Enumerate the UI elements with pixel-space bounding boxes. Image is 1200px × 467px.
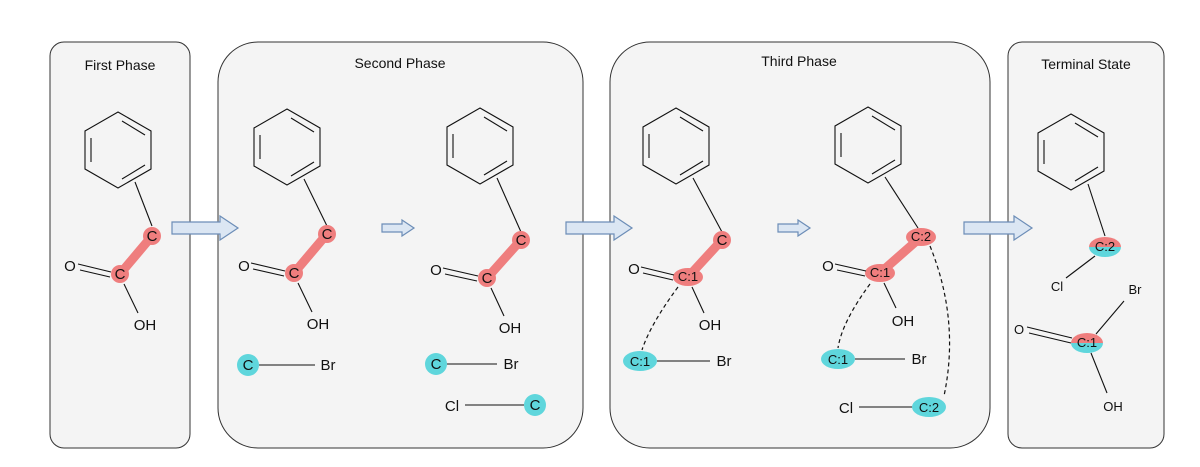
atom-oh: OH (307, 316, 330, 333)
mapping-bond-1 (837, 283, 871, 349)
panel-title-second: Second Phase (354, 55, 445, 71)
atom-oh: OH (134, 317, 157, 334)
reagent-c-br-second: C Br (237, 354, 336, 376)
molecule-first: C C O OH (64, 111, 161, 334)
phase-arrow-1 (171, 214, 240, 242)
panel-title-third: Third Phase (761, 53, 837, 69)
panel-terminal-state (1007, 41, 1165, 449)
phase-arrow-3 (963, 214, 1034, 242)
step-arrow-third (777, 218, 812, 238)
atom-c-mapped-1: C:1 (870, 265, 890, 280)
panel-title-terminal: Terminal State (1041, 56, 1131, 72)
molecule-second-a: C C O OH (238, 108, 336, 333)
atom-c: C (516, 232, 527, 249)
mapping-bond-2 (929, 245, 951, 397)
atom-cl: Cl (445, 398, 459, 415)
atom-br: Br (717, 353, 732, 370)
mapping-bond-1 (641, 286, 679, 351)
reagent-c1-br-third-b: C:1 Br (821, 349, 927, 369)
molecule-third-a: C C:1 O OH (628, 107, 731, 351)
atom-c: C (530, 397, 541, 414)
atom-c-mapped-1: C:1 (828, 352, 848, 367)
atom-c: C (115, 266, 126, 283)
atom-o: O (822, 258, 834, 275)
product-chloro: C:2 Cl (1037, 113, 1121, 294)
phase-arrow-2 (565, 214, 634, 242)
molecule-second-b: C C O OH (430, 107, 530, 337)
atom-c-mapped-2: C:2 (919, 400, 939, 415)
atom-br: Br (321, 357, 336, 374)
atom-o: O (64, 258, 76, 275)
atom-c: C (431, 356, 442, 373)
atom-oh: OH (499, 320, 522, 337)
atom-oh: OH (1103, 399, 1123, 414)
atom-br: Br (912, 351, 927, 368)
atom-o: O (238, 258, 250, 275)
atom-c: C (717, 232, 728, 249)
atom-br: Br (1129, 282, 1143, 297)
atom-c-mapped-1: C:1 (678, 269, 698, 284)
product-acyl-bromide: C:1 O Br OH (1014, 282, 1142, 414)
atom-cl: Cl (1051, 279, 1063, 294)
atom-oh: OH (699, 317, 722, 334)
molecule-third-b: C:2 C:1 O OH (822, 106, 951, 397)
atom-c-mapped-2: C:2 (1095, 239, 1115, 254)
reagent-c1-br-third: C:1 Br (623, 351, 732, 371)
atom-c-mapped-1: C:1 (1077, 335, 1097, 350)
atom-c-mapped-1: C:1 (630, 354, 650, 369)
reagent-c-br-second-b: C Br (425, 353, 519, 375)
atom-o: O (430, 262, 442, 279)
step-arrow-second (381, 218, 416, 238)
panel-title-first: First Phase (85, 57, 156, 73)
atom-cl: Cl (839, 400, 853, 417)
atom-c: C (147, 228, 158, 245)
atom-c: C (482, 270, 493, 287)
reagent-cl-c2-third: Cl C:2 (839, 397, 946, 417)
atom-c: C (289, 265, 300, 282)
atom-c-mapped-2: C:2 (911, 229, 931, 244)
reagent-cl-c-second: Cl C (445, 394, 546, 416)
atom-c: C (243, 357, 254, 374)
panel-first-phase (49, 41, 191, 449)
atom-o: O (628, 261, 640, 278)
panel-second-phase (217, 41, 584, 449)
atom-br: Br (504, 356, 519, 373)
atom-o: O (1014, 322, 1024, 337)
atom-c: C (322, 226, 333, 243)
panel-third-phase (609, 41, 991, 449)
atom-oh: OH (892, 313, 915, 330)
